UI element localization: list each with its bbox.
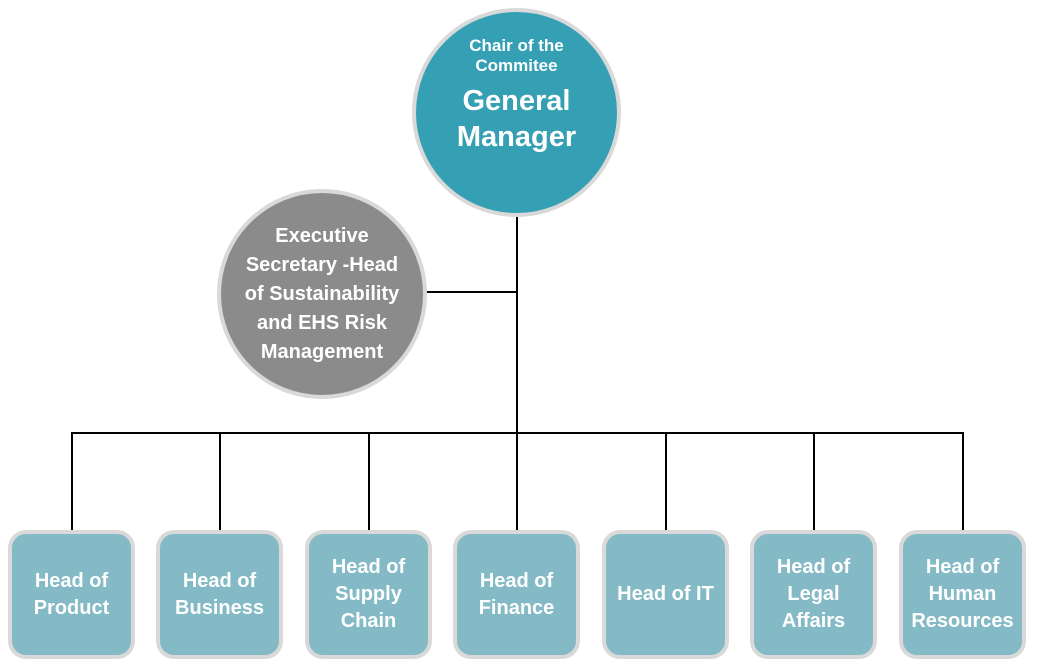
connector-drop-legal-affairs xyxy=(813,432,815,530)
node-head-of-business[interactable]: Head of Business xyxy=(156,530,283,659)
node-general-manager[interactable]: Chair of the Commitee General Manager xyxy=(412,8,621,217)
node-executive-secretary[interactable]: Executive Secretary -Head of Sustainabil… xyxy=(217,189,427,399)
connector-distribution-bar xyxy=(71,432,963,434)
node-general-manager-subtitle: Chair of the Commitee xyxy=(469,36,564,76)
connector-drop-human-resources xyxy=(962,432,964,530)
connector-drop-product xyxy=(71,432,73,530)
node-head-of-legal-affairs[interactable]: Head of Legal Affairs xyxy=(750,530,877,659)
node-head-of-it[interactable]: Head of IT xyxy=(602,530,729,659)
connector-secretary-to-trunk xyxy=(426,291,517,293)
node-head-of-product[interactable]: Head of Product xyxy=(8,530,135,659)
node-head-of-finance[interactable]: Head of Finance xyxy=(453,530,580,659)
connector-drop-business xyxy=(219,432,221,530)
connector-drop-it xyxy=(665,432,667,530)
node-general-manager-title: General Manager xyxy=(456,84,577,154)
connector-drop-supply-chain xyxy=(368,432,370,530)
node-executive-secretary-title: Executive Secretary -Head of Sustainabil… xyxy=(244,224,400,363)
node-head-of-supply-chain[interactable]: Head of Supply Chain xyxy=(305,530,432,659)
connector-root-to-row xyxy=(516,215,518,530)
node-head-of-human-resources[interactable]: Head of Human Resources xyxy=(899,530,1026,659)
